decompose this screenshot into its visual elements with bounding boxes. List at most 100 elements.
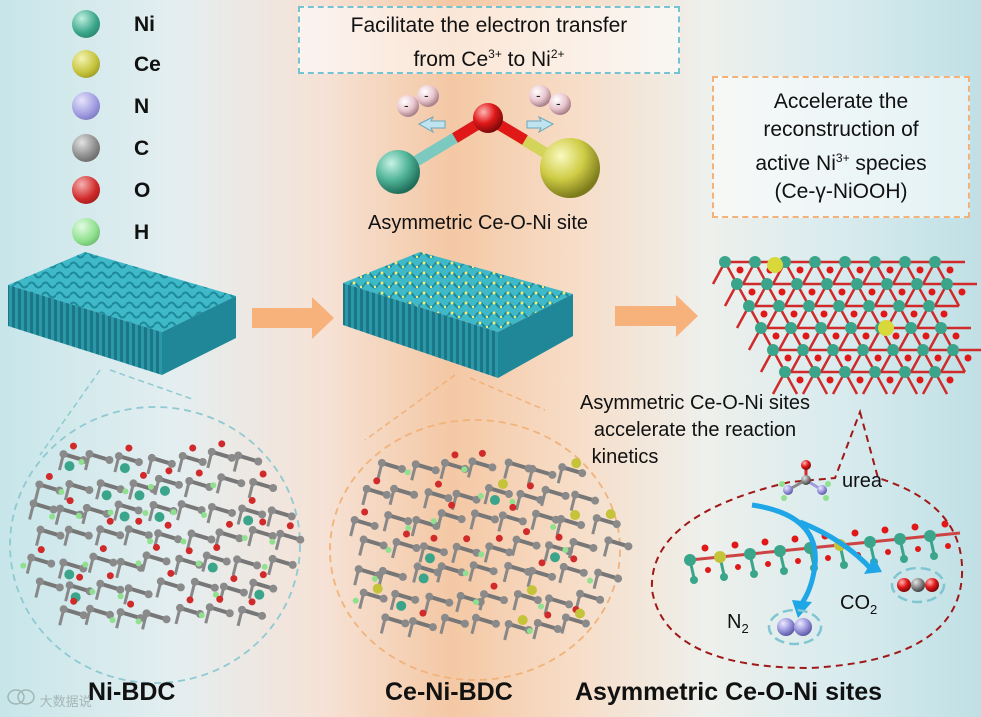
ni-atom bbox=[207, 562, 218, 573]
c-atom bbox=[222, 557, 231, 566]
c-atom bbox=[288, 560, 297, 569]
c-atom bbox=[437, 562, 446, 571]
ni-atom bbox=[774, 545, 786, 557]
c-atom bbox=[59, 558, 68, 567]
c-atom bbox=[571, 490, 580, 499]
o-atom bbox=[934, 354, 942, 362]
c-atom bbox=[227, 508, 236, 517]
c-atom bbox=[379, 541, 388, 550]
o-atom bbox=[419, 609, 427, 617]
h-atom bbox=[509, 498, 516, 505]
ni-atom bbox=[941, 278, 953, 290]
ni-atom bbox=[243, 515, 254, 526]
c-atom bbox=[512, 535, 521, 544]
ni-atom bbox=[773, 300, 785, 312]
h-atom bbox=[210, 482, 217, 489]
c-atom bbox=[65, 480, 74, 489]
o-atom bbox=[125, 444, 133, 452]
o-atom bbox=[286, 522, 294, 530]
electron-transfer-callout: Facilitate the electron transfer from Ce… bbox=[298, 6, 680, 74]
o-atom bbox=[259, 518, 267, 526]
h-atom bbox=[562, 546, 569, 553]
c-atom bbox=[370, 521, 379, 530]
o-atom bbox=[403, 530, 411, 538]
c-atom bbox=[116, 531, 125, 540]
ce-atom bbox=[574, 608, 585, 619]
c-atom bbox=[59, 605, 68, 614]
o-atom bbox=[886, 266, 894, 274]
o-atom bbox=[731, 541, 739, 549]
o-atom bbox=[880, 310, 888, 318]
o-atom bbox=[705, 567, 711, 573]
o-atom bbox=[946, 376, 954, 384]
c-atom bbox=[239, 588, 248, 597]
h-atom bbox=[122, 488, 129, 495]
o-ball-icon bbox=[72, 176, 100, 204]
c-atom bbox=[378, 566, 387, 575]
c-atom bbox=[412, 544, 421, 553]
c-atom bbox=[253, 561, 262, 570]
site-caption: Asymmetric Ce-O-Ni site bbox=[367, 212, 588, 234]
o-atom bbox=[910, 310, 918, 318]
c-atom bbox=[498, 511, 507, 520]
co2-label: CO2 bbox=[840, 592, 878, 617]
c-atom bbox=[64, 525, 73, 534]
callout-line-2: from Ce3+ to Ni2+ bbox=[413, 47, 565, 71]
o-atom bbox=[952, 332, 960, 340]
h-atom bbox=[461, 466, 468, 473]
o-atom bbox=[940, 310, 948, 318]
c-atom bbox=[614, 574, 623, 583]
c-atom bbox=[142, 609, 151, 618]
ce-o-ni-molecule: - - - - bbox=[376, 85, 600, 198]
c-atom bbox=[59, 450, 68, 459]
o-atom bbox=[946, 266, 954, 274]
ce-niooh-lattice bbox=[711, 256, 981, 395]
n2-molecule bbox=[767, 608, 823, 646]
c-atom bbox=[468, 457, 477, 466]
c-atom bbox=[440, 613, 449, 622]
o-atom bbox=[922, 332, 930, 340]
o-atom bbox=[802, 332, 810, 340]
ni-atom bbox=[750, 570, 758, 578]
c-atom bbox=[276, 529, 285, 538]
ni-atom bbox=[947, 344, 959, 356]
ni-atom bbox=[755, 322, 767, 334]
o-atom bbox=[69, 442, 77, 450]
ni-bdc-label: Ni-BDC bbox=[88, 678, 176, 706]
c-atom bbox=[147, 453, 156, 462]
c-atom bbox=[177, 500, 186, 509]
o-atom bbox=[430, 534, 438, 542]
c-atom bbox=[513, 590, 522, 599]
c-atom bbox=[592, 514, 601, 523]
h-atom bbox=[195, 560, 202, 567]
c-atom bbox=[392, 538, 401, 547]
ni-atom bbox=[744, 548, 756, 560]
c-atom bbox=[105, 456, 114, 465]
o-atom bbox=[826, 376, 834, 384]
callout-line-2: reconstruction of bbox=[763, 118, 919, 141]
o-atom bbox=[958, 288, 966, 296]
h-atom bbox=[49, 513, 56, 520]
svg-text:-: - bbox=[424, 87, 429, 103]
h-atom bbox=[200, 511, 207, 518]
c-atom bbox=[452, 489, 461, 498]
legend-label: O bbox=[134, 179, 151, 202]
c-atom bbox=[381, 613, 390, 622]
c-atom bbox=[249, 578, 258, 587]
c-atom bbox=[215, 528, 224, 537]
c-atom bbox=[489, 567, 498, 576]
ce-atom bbox=[605, 509, 616, 520]
o-atom bbox=[904, 354, 912, 362]
c-atom bbox=[528, 566, 537, 575]
ni-atom bbox=[840, 561, 848, 569]
ni-atom bbox=[119, 463, 130, 474]
c-atom bbox=[557, 515, 566, 524]
o-atom bbox=[37, 546, 45, 554]
o-atom bbox=[248, 598, 256, 606]
o-atom bbox=[808, 288, 816, 296]
co2-flow-arrow bbox=[799, 519, 874, 572]
o-atom bbox=[463, 535, 471, 543]
c-atom bbox=[144, 531, 153, 540]
c-atom bbox=[106, 610, 115, 619]
c-atom bbox=[268, 554, 277, 563]
